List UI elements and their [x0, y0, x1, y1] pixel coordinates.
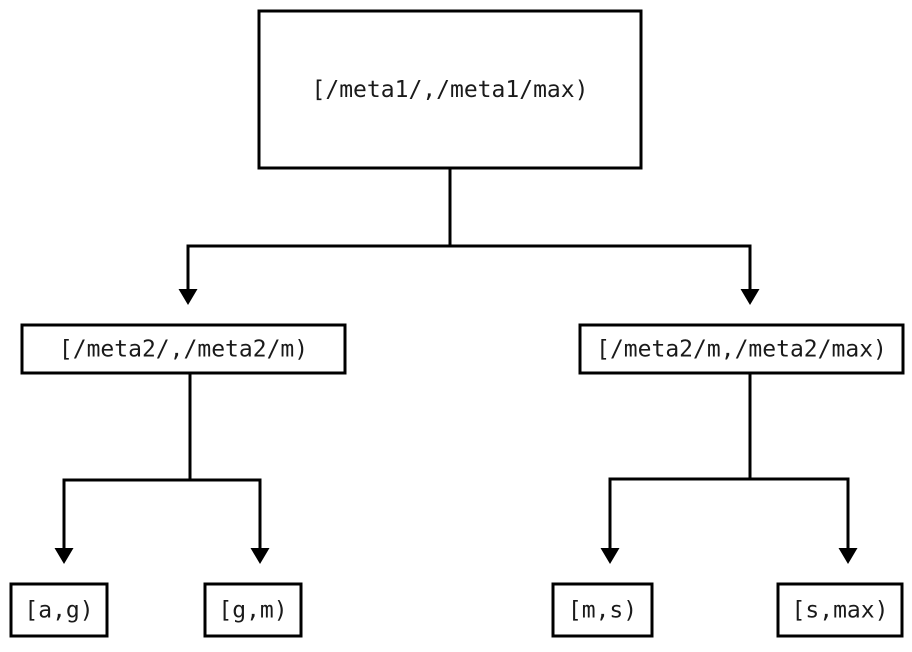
- arrowhead-icon: [178, 289, 198, 305]
- node-label: [/meta1/,/meta1/max): [312, 77, 589, 103]
- tree-node-right-branch[interactable]: [/meta2/m,/meta2/max): [578, 323, 905, 375]
- edge-path: [186, 168, 452, 300]
- arrowhead-icon: [740, 289, 760, 305]
- node-box[interactable]: [20, 323, 347, 375]
- node-label: [a,g): [24, 598, 93, 624]
- edge-root-to-right-branch: [448, 168, 760, 305]
- node-label: [m,s): [568, 598, 637, 624]
- tree-node-leaf-s-max[interactable]: [s,max): [776, 582, 904, 638]
- edge-path: [608, 373, 752, 559]
- node-label: [g,m): [218, 598, 287, 624]
- arrowhead-icon: [54, 548, 74, 564]
- tree-node-leaf-g-m[interactable]: [g,m): [203, 582, 303, 638]
- node-box[interactable]: [776, 582, 904, 638]
- edge-right-branch-to-leaf-m-s: [600, 373, 752, 564]
- node-label: [/meta2/,/meta2/m): [59, 337, 308, 363]
- arrowhead-icon: [250, 548, 270, 564]
- node-label: [s,max): [792, 598, 889, 624]
- node-box[interactable]: [203, 582, 303, 638]
- edge-path: [448, 168, 752, 300]
- tree-node-left-branch[interactable]: [/meta2/,/meta2/m): [20, 323, 347, 375]
- edges-layer: [54, 168, 858, 564]
- tree-node-root[interactable]: [/meta1/,/meta1/max): [257, 9, 643, 170]
- edge-root-to-left-branch: [178, 168, 452, 305]
- arrowhead-icon: [600, 548, 620, 564]
- tree-node-leaf-a-g[interactable]: [a,g): [9, 582, 109, 638]
- node-box[interactable]: [257, 9, 643, 170]
- node-box[interactable]: [578, 323, 905, 375]
- node-label: [/meta2/m,/meta2/max): [596, 337, 887, 363]
- edge-path: [188, 373, 262, 559]
- node-box[interactable]: [551, 582, 654, 638]
- edge-path: [62, 373, 192, 559]
- edge-right-branch-to-leaf-s-max: [748, 373, 858, 564]
- edge-left-branch-to-leaf-a-g: [54, 373, 192, 564]
- arrowhead-icon: [838, 548, 858, 564]
- edge-path: [748, 373, 850, 559]
- tree-node-leaf-m-s[interactable]: [m,s): [551, 582, 654, 638]
- node-box[interactable]: [9, 582, 109, 638]
- nodes-layer: [/meta1/,/meta1/max) [/meta2/,/meta2/m) [/…: [9, 9, 905, 638]
- edge-left-branch-to-leaf-g-m: [188, 373, 270, 564]
